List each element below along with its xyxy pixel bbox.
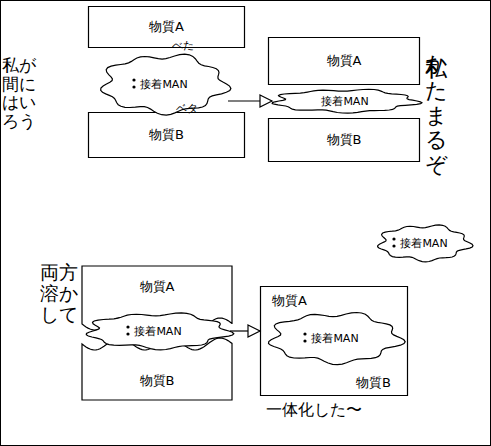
material-box: 物質B xyxy=(88,112,245,158)
outline-path xyxy=(261,287,408,396)
adhesive-name: 接着MAN xyxy=(311,331,358,346)
material-name: 物質A xyxy=(327,52,362,70)
eye-dot xyxy=(132,85,135,88)
outline-path xyxy=(378,225,473,262)
adhesive-name: 接着MAN xyxy=(321,94,368,109)
material-name: 物質A xyxy=(149,18,184,36)
handwritten-note: 私が間にはいろう xyxy=(2,56,42,131)
adhesive-blob: 接着MAN xyxy=(272,86,418,116)
outline-path xyxy=(272,89,422,113)
adhesive-blob: 接着MAN xyxy=(100,52,228,116)
handwritten-note: べた xyxy=(172,40,194,52)
outline-path xyxy=(269,38,420,85)
material-name: 物質B xyxy=(140,372,175,390)
eye-dot xyxy=(392,237,395,240)
eye-dot xyxy=(132,78,135,81)
material-box: 物質A 物質B 接着MAN xyxy=(260,286,408,396)
handwritten-note: 私かたまるぞ xyxy=(424,40,448,165)
outline-path xyxy=(269,313,406,365)
outline-path xyxy=(89,7,245,48)
adhesive-blob: 接着MAN xyxy=(268,310,402,366)
material-box: 物質B xyxy=(268,118,420,162)
handwritten-note: 両方溶かして xyxy=(40,262,84,325)
handwritten-note: 一体化した〜 xyxy=(266,401,362,419)
material-box: 物質A xyxy=(88,6,245,48)
adhesive-blob: 接着MAN xyxy=(86,310,230,352)
adhesive-name: 接着MAN xyxy=(140,77,187,92)
material-name: 物質A xyxy=(272,292,307,310)
eye-dot xyxy=(126,332,129,335)
eye-dot xyxy=(126,325,129,328)
material-name: 物質A xyxy=(140,278,175,296)
handwritten-note: ベタ xyxy=(176,103,198,115)
material-name: 物質B xyxy=(356,374,391,392)
outline-path xyxy=(82,338,232,400)
eye-dot xyxy=(392,244,395,247)
outline-path xyxy=(269,119,420,162)
adhesive-name: 接着MAN xyxy=(134,324,181,339)
outline-path xyxy=(101,54,231,115)
outline-path xyxy=(89,113,245,158)
material-name: 物質B xyxy=(327,131,362,149)
eye-dot xyxy=(303,339,306,342)
stage-arrow xyxy=(228,100,272,101)
adhesive-blob: 接着MAN xyxy=(376,222,472,264)
stage-arrow xyxy=(230,330,260,331)
material-box: 物質A xyxy=(268,37,420,85)
adhesive-name: 接着MAN xyxy=(400,236,447,251)
eye-dot xyxy=(303,332,306,335)
material-name: 物質B xyxy=(149,126,184,144)
